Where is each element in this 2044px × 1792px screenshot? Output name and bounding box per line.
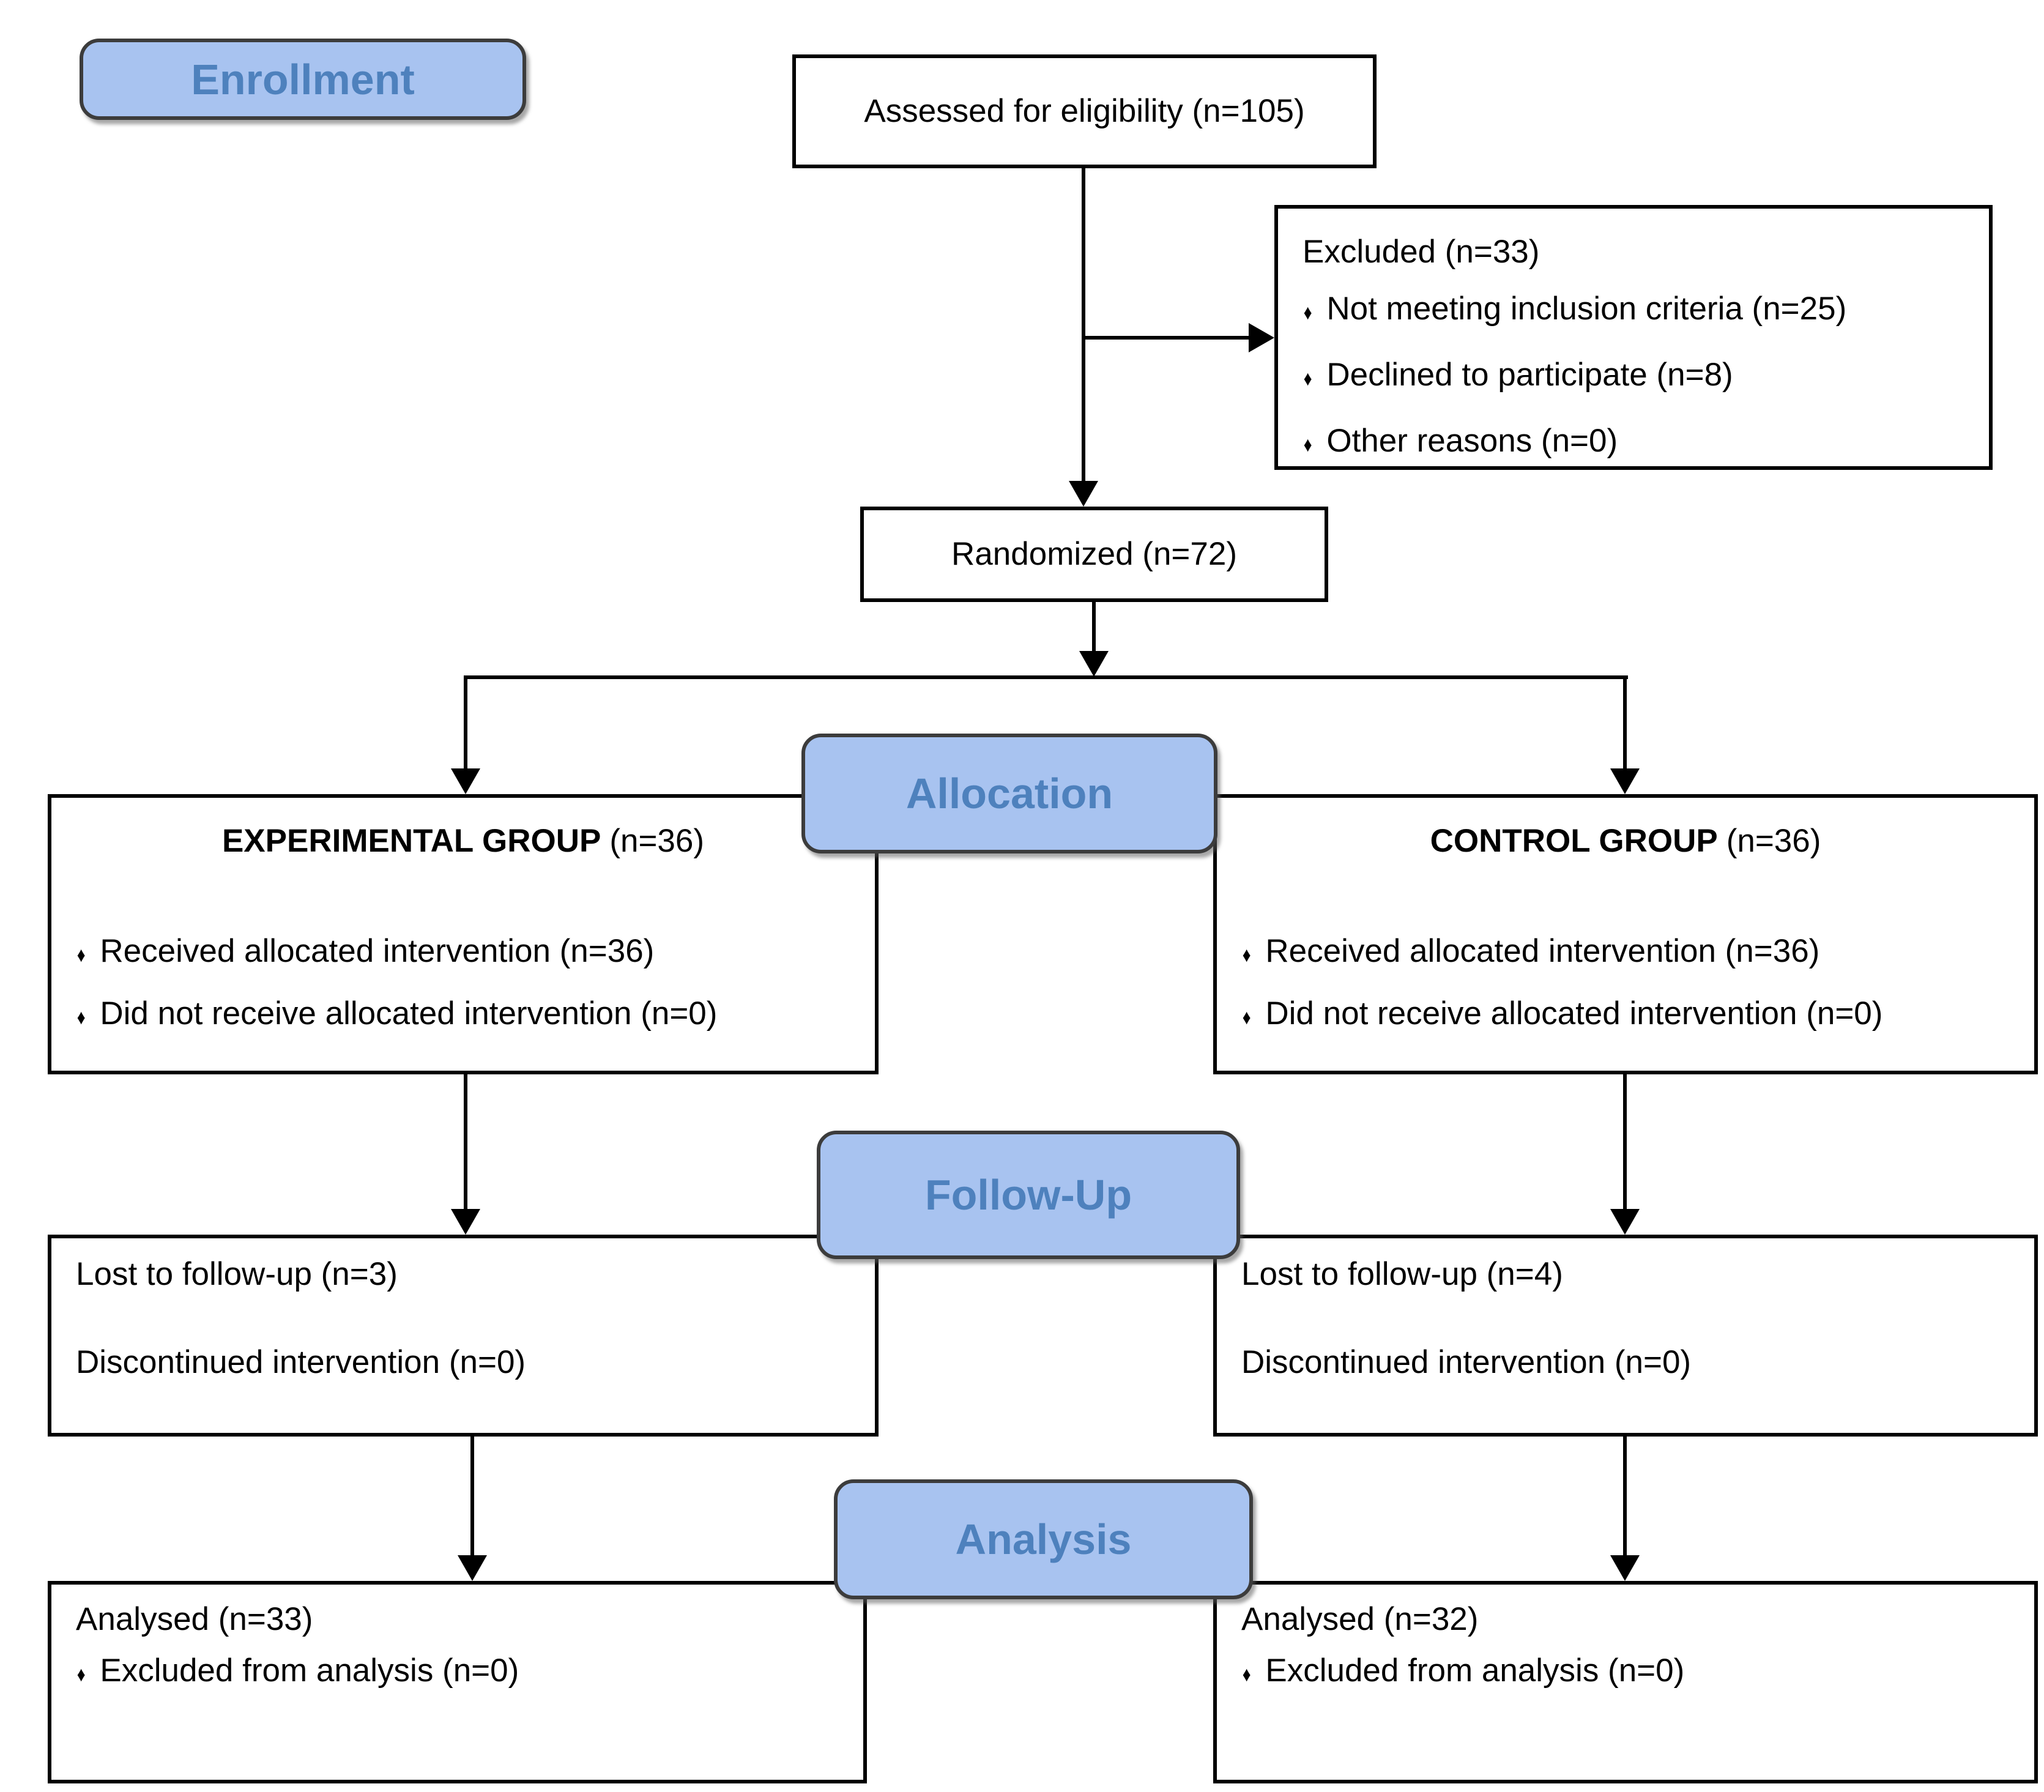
diamond-bullet-icon: ♦ — [1242, 943, 1251, 967]
followup-left-box: Lost to follow-up (n=3) Discontinued int… — [48, 1235, 879, 1437]
analysis-item-text: Excluded from analysis (n=0) — [1265, 1653, 1685, 1689]
followup-right-box: Lost to follow-up (n=4) Discontinued int… — [1213, 1235, 2038, 1437]
analysis-title: Analysed (n=32) — [1241, 1601, 1479, 1637]
connector-assessed-randomized — [1082, 168, 1085, 482]
excluded-item-text: Not meeting inclusion criteria (n=25) — [1326, 291, 1847, 327]
stage-label-followup: Follow-Up — [817, 1131, 1240, 1259]
excluded-box: Excluded (n=33) ♦ Not meeting inclusion … — [1274, 205, 1993, 470]
diamond-bullet-icon: ♦ — [76, 1006, 86, 1029]
connector-to-excluded — [1083, 336, 1250, 340]
control-group-title: CONTROL GROUP(n=36) — [1241, 822, 2010, 860]
assessed-text: Assessed for eligibility (n=105) — [864, 93, 1305, 129]
group-item-text: Received allocated intervention (n=36) — [100, 933, 655, 969]
assessed-eligibility-box: Assessed for eligibility (n=105) — [792, 54, 1377, 168]
group-item: ♦ Did not receive allocated intervention… — [1241, 995, 2010, 1036]
experimental-group-box: EXPERIMENTAL GROUP(n=36) ♦ Received allo… — [48, 794, 879, 1074]
arrow-down-icon — [1610, 1555, 1640, 1581]
experimental-group-title: EXPERIMENTAL GROUP(n=36) — [76, 822, 850, 860]
stage-label-text: Follow-Up — [924, 1171, 1132, 1219]
group-item-text: Received allocated intervention (n=36) — [1265, 933, 1820, 969]
excluded-item-text: Other reasons (n=0) — [1326, 423, 1618, 459]
connector-randomized-branch — [1092, 602, 1096, 652]
stage-label-text: Enrollment — [191, 55, 415, 103]
excluded-item-text: Declined to participate (n=8) — [1326, 357, 1733, 393]
followup-line: Lost to follow-up (n=3) — [76, 1256, 398, 1292]
arrow-down-icon — [451, 1209, 480, 1235]
arrow-down-icon — [1610, 768, 1640, 794]
group-item: ♦ Received allocated intervention (n=36) — [1241, 932, 2010, 974]
analysis-left-box: Analysed (n=33) ♦ Excluded from analysis… — [48, 1581, 867, 1783]
group-title-bold: EXPERIMENTAL GROUP — [221, 823, 601, 859]
excluded-title: Excluded (n=33) — [1303, 234, 1540, 270]
diamond-bullet-icon: ♦ — [1242, 1663, 1251, 1686]
connector-followup-analysis-left — [470, 1437, 474, 1556]
group-title-n: (n=36) — [609, 823, 705, 859]
arrow-down-icon — [1079, 651, 1109, 677]
diamond-bullet-icon: ♦ — [1242, 1006, 1251, 1029]
connector-followup-analysis-right — [1623, 1437, 1627, 1556]
diamond-bullet-icon: ♦ — [76, 1663, 86, 1686]
group-item: ♦ Did not receive allocated intervention… — [76, 995, 850, 1036]
followup-line: Lost to follow-up (n=4) — [1241, 1256, 1563, 1292]
diamond-bullet-icon: ♦ — [1303, 301, 1312, 324]
group-item-text: Did not receive allocated intervention (… — [1265, 995, 1883, 1032]
stage-label-enrollment: Enrollment — [80, 39, 526, 120]
stage-label-analysis: Analysis — [834, 1479, 1253, 1599]
group-title-n: (n=36) — [1726, 823, 1821, 859]
excluded-item: ♦ Declined to participate (n=8) — [1303, 351, 1964, 403]
analysis-right-box: Analysed (n=32) ♦ Excluded from analysis… — [1213, 1581, 2038, 1783]
analysis-item-text: Excluded from analysis (n=0) — [100, 1653, 519, 1689]
group-item: ♦ Received allocated intervention (n=36) — [76, 932, 850, 974]
randomized-text: Randomized (n=72) — [951, 536, 1237, 572]
arrow-down-icon — [458, 1555, 487, 1581]
analysis-item: ♦ Excluded from analysis (n=0) — [76, 1652, 839, 1693]
connector-control-followup — [1623, 1074, 1627, 1211]
diamond-bullet-icon: ♦ — [1303, 433, 1312, 456]
excluded-item: ♦ Other reasons (n=0) — [1303, 417, 1964, 469]
arrow-down-icon — [1069, 481, 1098, 507]
analysis-title: Analysed (n=33) — [76, 1601, 313, 1637]
analysis-item: ♦ Excluded from analysis (n=0) — [1241, 1652, 2010, 1693]
connector-branch-control — [1623, 675, 1627, 771]
diamond-bullet-icon: ♦ — [76, 943, 86, 967]
arrow-down-icon — [451, 768, 480, 794]
stage-label-text: Allocation — [905, 770, 1113, 817]
followup-line: Discontinued intervention (n=0) — [76, 1344, 526, 1380]
followup-line: Discontinued intervention (n=0) — [1241, 1344, 1692, 1380]
branch-line — [464, 675, 1628, 679]
stage-label-allocation: Allocation — [801, 734, 1217, 853]
control-group-box: CONTROL GROUP(n=36) ♦ Received allocated… — [1213, 794, 2038, 1074]
arrow-right-icon — [1249, 323, 1274, 352]
connector-experimental-followup — [464, 1074, 467, 1211]
arrow-down-icon — [1610, 1209, 1640, 1235]
excluded-item: ♦ Not meeting inclusion criteria (n=25) — [1303, 284, 1964, 337]
diamond-bullet-icon: ♦ — [1303, 367, 1312, 390]
randomized-box: Randomized (n=72) — [860, 507, 1328, 602]
group-title-bold: CONTROL GROUP — [1430, 823, 1718, 859]
stage-label-text: Analysis — [955, 1515, 1132, 1563]
group-item-text: Did not receive allocated intervention (… — [100, 995, 718, 1032]
connector-branch-experimental — [464, 675, 467, 771]
